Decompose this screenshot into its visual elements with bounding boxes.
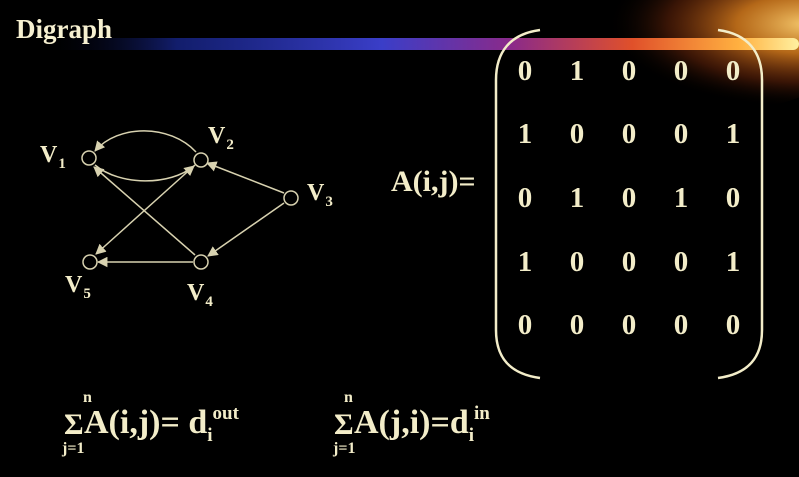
vertex-v5-node bbox=[82, 254, 98, 270]
matrix-cell: 0 bbox=[673, 118, 689, 150]
matrix-cell: 1 bbox=[569, 55, 585, 87]
matrix-cell: 1 bbox=[517, 118, 533, 150]
matrix-cell: 0 bbox=[621, 309, 637, 341]
matrix-left-bracket bbox=[494, 28, 541, 380]
formula-out-sigma: Σ bbox=[64, 408, 84, 441]
edge-v3-v4 bbox=[207, 202, 285, 257]
formula-in-upper-limit: n bbox=[344, 389, 353, 406]
matrix-cell: 1 bbox=[673, 182, 689, 214]
matrix-cell: 0 bbox=[621, 55, 637, 87]
slide-title: Digraph bbox=[16, 14, 113, 44]
matrix-cell: 0 bbox=[621, 182, 637, 214]
vertex-v5-label: V5 bbox=[65, 272, 91, 302]
matrix-cell: 0 bbox=[621, 246, 637, 278]
matrix-cell: 0 bbox=[673, 246, 689, 278]
matrix-cell: 0 bbox=[569, 246, 585, 278]
vertex-v4-node bbox=[193, 254, 209, 270]
matrix-label: A(i,j)= bbox=[391, 165, 476, 198]
matrix-cell: 1 bbox=[569, 182, 585, 214]
vertex-v3-node bbox=[283, 190, 299, 206]
matrix-cell: 0 bbox=[725, 55, 741, 87]
matrix-cell: 0 bbox=[569, 309, 585, 341]
matrix-cell: 1 bbox=[517, 246, 533, 278]
formula-in-lower-limit: j=1 bbox=[333, 440, 356, 457]
matrix-cell: 1 bbox=[725, 118, 741, 150]
matrix-right-bracket bbox=[717, 28, 764, 380]
matrix-cell: 0 bbox=[725, 309, 741, 341]
formula-in-degree: A(j,i)=diin bbox=[354, 403, 490, 446]
formula-out-upper-limit: n bbox=[83, 389, 92, 406]
edge-v2-v5 bbox=[95, 164, 196, 255]
edge-v4-v1 bbox=[93, 166, 196, 256]
matrix-cell: 1 bbox=[725, 246, 741, 278]
vertex-v3-label: V3 bbox=[307, 180, 333, 210]
vertex-v2-node bbox=[193, 152, 209, 168]
matrix-cell: 0 bbox=[569, 118, 585, 150]
vertex-v2-label: V2 bbox=[208, 123, 234, 153]
matrix-cell: 0 bbox=[517, 309, 533, 341]
formula-out-lower-limit: j=1 bbox=[62, 440, 85, 457]
vertex-v1-node bbox=[81, 150, 97, 166]
matrix-cell: 0 bbox=[517, 55, 533, 87]
edge-v3-v2 bbox=[206, 161, 285, 194]
formula-in-sigma: Σ bbox=[334, 408, 354, 441]
matrix-cell: 0 bbox=[725, 182, 741, 214]
formula-out-degree: A(i,j)= diout bbox=[84, 403, 239, 446]
matrix-cell: 0 bbox=[673, 309, 689, 341]
matrix-cell: 0 bbox=[673, 55, 689, 87]
matrix-cell: 0 bbox=[517, 182, 533, 214]
matrix-cell: 0 bbox=[621, 118, 637, 150]
vertex-v1-label: V1 bbox=[40, 142, 66, 172]
vertex-v4-label: V4 bbox=[187, 280, 213, 310]
edge-v2-v1 bbox=[94, 130, 197, 153]
